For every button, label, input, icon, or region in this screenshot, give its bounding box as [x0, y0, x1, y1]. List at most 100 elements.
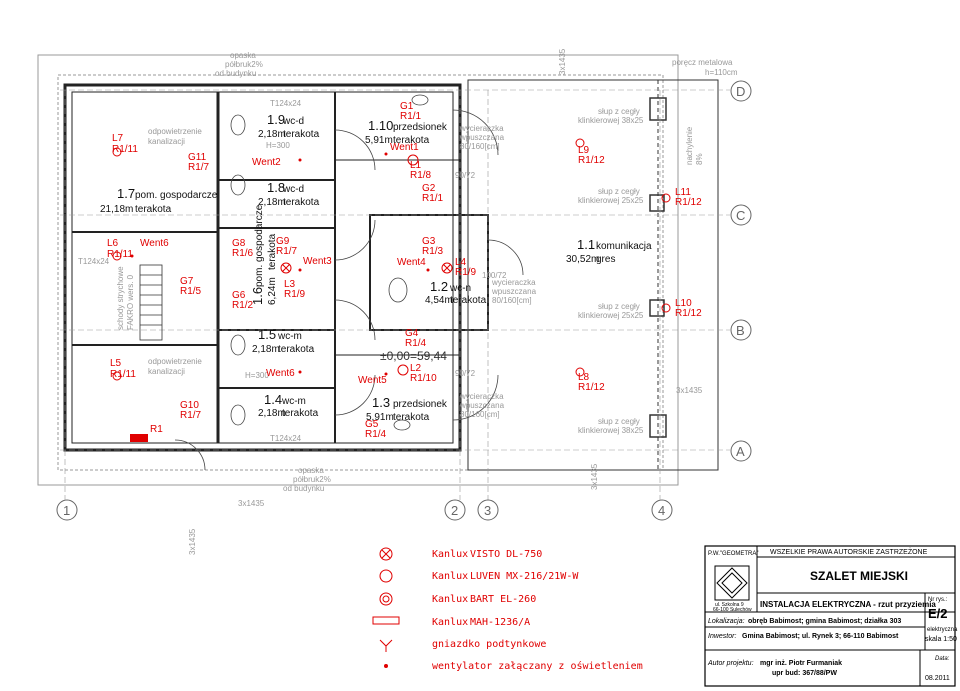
- svg-text:21,18m: 21,18m: [100, 204, 133, 215]
- svg-text:nachylenie: nachylenie: [685, 126, 694, 165]
- svg-text:80/160[cm]: 80/160[cm]: [460, 410, 500, 419]
- svg-text:L9: L9: [578, 145, 590, 156]
- svg-text:gniazdko podtynkowe: gniazdko podtynkowe: [432, 639, 546, 650]
- grid-row-a: A: [736, 444, 745, 459]
- attic-stairs: [139, 264, 163, 341]
- svg-text:wc-m: wc-m: [281, 396, 306, 407]
- grid-col-2: 2: [451, 503, 458, 518]
- svg-text:klinkierowej 38x25: klinkierowej 38x25: [578, 426, 644, 435]
- svg-text:Went1: Went1: [390, 142, 419, 153]
- svg-text:6,24m: 6,24m: [267, 277, 278, 305]
- svg-text:schody strychowe: schody strychowe: [116, 266, 125, 330]
- svg-text:R1/4: R1/4: [365, 429, 387, 440]
- svg-text:Went6: Went6: [140, 238, 169, 249]
- svg-text:FAKRO wers. 0: FAKRO wers. 0: [126, 274, 135, 330]
- svg-text:5,91m: 5,91m: [365, 135, 393, 146]
- svg-text:Data:: Data:: [935, 656, 950, 662]
- svg-text:G10: G10: [180, 400, 199, 411]
- svg-text:L4: L4: [455, 257, 467, 268]
- svg-text:R1/5: R1/5: [180, 286, 202, 297]
- svg-text:L2: L2: [410, 363, 422, 374]
- svg-text:R1/6: R1/6: [232, 248, 254, 259]
- svg-text:R1/12: R1/12: [675, 308, 702, 319]
- svg-text:G2: G2: [422, 183, 436, 194]
- wc-fixtures: [230, 94, 429, 431]
- svg-text:R1/7: R1/7: [188, 162, 210, 173]
- svg-text:3x1435: 3x1435: [558, 48, 567, 75]
- svg-text:1.7: 1.7: [117, 186, 135, 201]
- svg-text:L3: L3: [284, 279, 296, 290]
- svg-text:klinkierowej 25x25: klinkierowej 25x25: [578, 311, 644, 320]
- svg-text:G6: G6: [232, 290, 246, 301]
- svg-text:wc-n: wc-n: [449, 283, 471, 294]
- svg-text:Gmina Babimost; ul. Rynek 3; 6: Gmina Babimost; ul. Rynek 3; 66-110 Babi…: [742, 633, 899, 640]
- svg-text:WSZELKIE PRAWA AUTORSKIE ZASTR: WSZELKIE PRAWA AUTORSKIE ZASTRZEŻONE: [770, 547, 928, 556]
- svg-text:3x1435: 3x1435: [188, 528, 197, 555]
- svg-text:Went6: Went6: [266, 368, 295, 379]
- svg-text:1.3: 1.3: [372, 395, 390, 410]
- svg-text:Inwestor:: Inwestor:: [708, 633, 736, 640]
- svg-text:R1/11: R1/11: [110, 369, 136, 380]
- svg-text:2,18m: 2,18m: [252, 344, 280, 355]
- svg-text:1.9: 1.9: [267, 112, 285, 127]
- svg-text:G7: G7: [180, 276, 194, 287]
- svg-text:80/160[cm]: 80/160[cm]: [460, 142, 500, 151]
- svg-text:terakota: terakota: [278, 344, 315, 355]
- svg-text:wycieraczka: wycieraczka: [459, 124, 504, 133]
- svg-text:opaska: opaska: [230, 51, 256, 60]
- svg-text:8%: 8%: [695, 153, 704, 165]
- svg-text:wpuszczana: wpuszczana: [491, 287, 537, 296]
- svg-text:elektryczna: elektryczna: [927, 627, 958, 633]
- fan-labels: Went6 Went2 Went1 Went3 Went4 Went6 Went…: [140, 142, 426, 386]
- svg-text:terakota: terakota: [283, 197, 320, 208]
- svg-text:Went3: Went3: [303, 256, 332, 267]
- svg-text:skala 1:50: skala 1:50: [925, 636, 957, 643]
- svg-text:R1/1: R1/1: [400, 111, 422, 122]
- svg-text:klinkierowej 38x25: klinkierowej 38x25: [578, 116, 644, 125]
- grid-col-1: 1: [63, 503, 70, 518]
- svg-text:h=110cm: h=110cm: [705, 68, 738, 77]
- grid-row-c: C: [736, 208, 745, 223]
- svg-text:Kanlux: Kanlux: [432, 549, 468, 560]
- svg-text:kanalizacji: kanalizacji: [148, 367, 185, 376]
- svg-text:terakota: terakota: [283, 129, 320, 140]
- svg-text:5,91m: 5,91m: [366, 412, 394, 423]
- svg-text:MAH-1236/A: MAH-1236/A: [470, 617, 530, 628]
- svg-text:L1: L1: [410, 160, 422, 171]
- pavement-edge: [57, 74, 664, 471]
- svg-text:Went4: Went4: [397, 257, 426, 268]
- grid-col-4: 4: [658, 503, 665, 518]
- svg-text:100/72: 100/72: [482, 271, 507, 280]
- svg-text:66-100 Sulechów: 66-100 Sulechów: [713, 607, 752, 613]
- svg-text:G9: G9: [276, 236, 290, 247]
- svg-text:R1/2: R1/2: [232, 300, 254, 311]
- svg-text:Went5: Went5: [358, 375, 387, 386]
- svg-text:przedsionek: przedsionek: [393, 399, 448, 410]
- svg-text:R1/3: R1/3: [422, 246, 444, 257]
- svg-text:Kanlux: Kanlux: [432, 617, 468, 628]
- svg-text:gres: gres: [596, 254, 615, 265]
- svg-text:3x1435: 3x1435: [590, 463, 599, 490]
- svg-text:30,52m: 30,52m: [566, 254, 599, 265]
- svg-text:terakota: terakota: [267, 233, 278, 270]
- svg-text:kanalizacji: kanalizacji: [148, 137, 185, 146]
- svg-text:R1/10: R1/10: [410, 373, 437, 384]
- grid-row-b: B: [736, 323, 745, 338]
- svg-text:R1/9: R1/9: [284, 289, 306, 300]
- svg-text:G1: G1: [400, 101, 414, 112]
- pavement-outline: [37, 54, 679, 486]
- svg-text:LUVEN MX-216/21W-W: LUVEN MX-216/21W-W: [470, 571, 579, 582]
- svg-text:1.6: 1.6: [250, 287, 265, 305]
- svg-text:słup z cegły: słup z cegły: [598, 417, 640, 426]
- svg-text:słup z cegły: słup z cegły: [598, 187, 640, 196]
- svg-text:pom. gospodarcze: pom. gospodarcze: [135, 190, 218, 201]
- svg-text:T124x24: T124x24: [270, 434, 302, 443]
- luminaires: [112, 138, 671, 381]
- svg-text:L6: L6: [107, 238, 119, 249]
- svg-text:od budynku: od budynku: [215, 69, 256, 78]
- grid-bubbles: [56, 80, 752, 521]
- svg-text:T124x24: T124x24: [78, 257, 110, 266]
- svg-text:2,18m: 2,18m: [258, 197, 286, 208]
- svg-text:R1/9: R1/9: [455, 267, 477, 278]
